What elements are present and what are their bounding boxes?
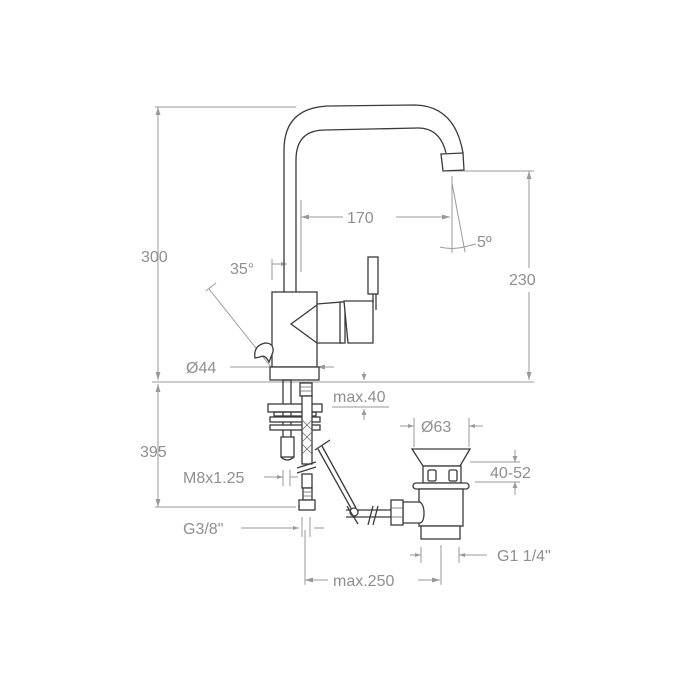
label-rod-reach: max.250 — [333, 573, 394, 590]
label-deck-thickness: max.40 — [333, 389, 386, 406]
label-body-diameter: Ø44 — [186, 360, 216, 377]
label-stud-thread: M8x1.25 — [183, 470, 244, 487]
label-below-deck-length: 395 — [140, 444, 167, 461]
dimension-labels: 300 170 5º 230 35° Ø44 max.40 395 M8x1.2… — [140, 210, 551, 590]
pop-up-waste — [390, 448, 472, 540]
label-spout-height: 230 — [509, 272, 536, 289]
label-waste-diameter: Ø63 — [421, 419, 451, 436]
label-spout-reach: 170 — [347, 210, 374, 227]
label-waste-thread: G1 1/4" — [497, 548, 551, 565]
pop-up-rod — [314, 439, 403, 526]
label-spout-angle: 5º — [477, 234, 492, 251]
label-lever-angle: 35° — [230, 261, 254, 278]
flexible-hose — [296, 382, 317, 511]
label-waste-height: 40-52 — [490, 465, 531, 482]
dimension-lines — [152, 106, 534, 585]
faucet-body — [254, 104, 465, 526]
label-hose-connection: G3/8" — [183, 521, 223, 538]
label-total-height: 300 — [141, 249, 168, 266]
